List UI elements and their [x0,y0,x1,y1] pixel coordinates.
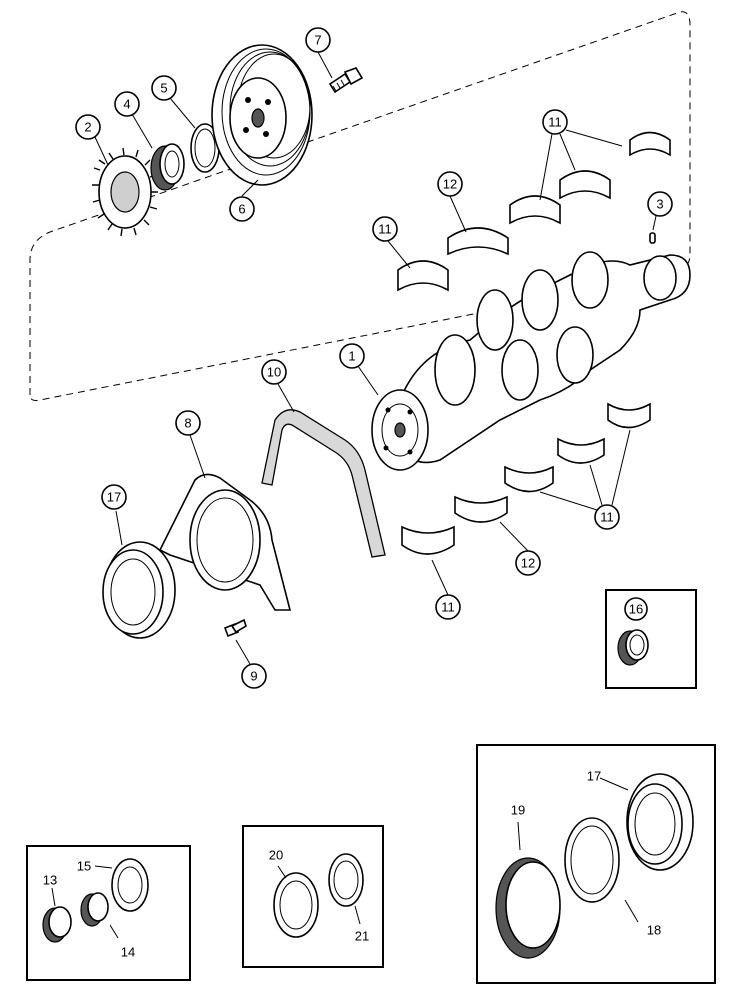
svg-text:11: 11 [378,222,392,237]
label-18: 18 [647,923,661,938]
svg-text:7: 7 [314,33,321,48]
timing-gear-part [92,147,158,237]
pulley-bolt-part [328,67,364,94]
callout-11-upper-left: 11 [372,216,398,242]
svg-text:9: 9 [250,669,257,684]
dowel-pin-part [649,232,656,244]
callout-5: 5 [151,75,177,101]
callout-12-upper: 12 [437,171,463,197]
svg-text:10: 10 [267,365,281,380]
svg-text:12: 12 [521,556,535,571]
svg-text:17: 17 [107,490,121,505]
callout-4: 4 [114,91,140,117]
svg-text:8: 8 [184,416,191,431]
label-14: 14 [121,945,135,960]
inset-parts-20-21: 20 21 [242,825,384,968]
svg-text:1: 1 [348,349,355,364]
dashed-group-outline [29,11,691,401]
callout-1: 1 [339,343,365,369]
svg-text:5: 5 [160,81,167,96]
inset-parts-13-15: 13 14 15 [26,845,191,981]
inset-part-16: 16 [605,589,697,689]
callout-17: 17 [101,484,127,510]
svg-text:4: 4 [123,97,130,112]
callout-11-lower-right: 11 [594,504,620,530]
crankshaft-pulley-part [211,44,313,186]
inset-parts-17-19: 19 18 17 [476,744,716,984]
callout-9: 9 [241,663,267,689]
callout-10: 10 [261,359,287,385]
callout-12-lower: 12 [515,550,541,576]
wear-ring-part [150,143,185,191]
rear-seal-housing-part [158,473,292,611]
lower-bearing-shells [401,402,651,555]
svg-text:2: 2 [84,120,91,135]
spacer-ring-part [190,123,220,173]
svg-text:11: 11 [600,510,614,525]
svg-text:11: 11 [548,115,562,130]
label-21: 21 [355,929,369,944]
callout-8: 8 [175,410,201,436]
callout-2: 2 [75,114,101,140]
crankshaft-part [371,251,691,471]
label-13: 13 [43,873,57,888]
callout-leaders [94,51,657,665]
svg-text:3: 3 [656,197,663,212]
rear-cover-gasket-part [261,409,386,558]
callout-11-lower-left: 11 [435,594,461,620]
svg-text:16: 16 [629,602,643,617]
label-17: 17 [587,769,601,784]
svg-text:6: 6 [238,202,245,217]
upper-bearing-shells [397,131,671,292]
callout-3: 3 [647,191,673,217]
svg-text:11: 11 [441,600,455,615]
label-19: 19 [511,803,525,818]
callout-11-upper-right: 11 [542,109,568,135]
callout-6: 6 [229,196,255,222]
label-15: 15 [77,859,91,874]
svg-text:12: 12 [443,177,457,192]
housing-bolt-part [223,618,247,638]
rear-seal-part [102,541,176,639]
callout-7: 7 [305,27,331,53]
label-20: 20 [269,848,283,863]
